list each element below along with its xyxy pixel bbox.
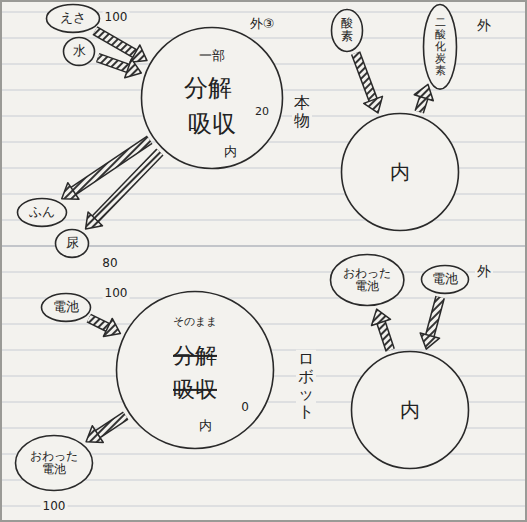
region-label: 外 [475, 264, 493, 279]
battery-oval: 電池 [40, 292, 92, 323]
node-text: そのまま [173, 316, 217, 328]
arrow-head [86, 426, 103, 443]
node-text: 内 [199, 419, 212, 433]
arrow-outline [95, 152, 160, 219]
outline-ellipse [330, 255, 403, 306]
outline-ellipse [342, 114, 459, 231]
outline-ellipse [18, 198, 67, 226]
output-oval: 尿 [54, 228, 90, 259]
outline [115, 290, 275, 450]
arrow-outline [89, 318, 108, 327]
body-circle: 一部分解吸収 20 内 [140, 26, 284, 170]
hatched-arrow [414, 84, 433, 112]
arrow-hatch [419, 98, 424, 112]
arrow-hatch [98, 416, 126, 434]
input-oval: 水 [62, 36, 96, 67]
arrow-head [372, 309, 391, 325]
outline-ellipse [332, 9, 363, 51]
arrow-outline [356, 53, 374, 100]
node-text: 分解 [173, 344, 217, 368]
outline-ellipse [422, 265, 469, 293]
node-text: 内 [400, 399, 420, 421]
hatched-arrow [372, 309, 391, 350]
output-oval: 二酸化炭素 [422, 3, 458, 91]
battery-oval: 電池 [420, 264, 470, 295]
node-text: 二酸化炭素 [435, 17, 446, 77]
amount-number: 80 [100, 257, 119, 270]
hatched-arrow [98, 58, 142, 78]
node-text: 吸収 [188, 111, 236, 137]
outline-ellipse [16, 436, 93, 491]
robot-circle: そのまま分解吸収内 0 [115, 290, 275, 450]
node-text: 水 [73, 44, 86, 58]
arrow-outline [98, 58, 128, 69]
node-text: 吸収 [173, 378, 217, 402]
region-label: 外③ [248, 17, 277, 31]
outline-ellipse [424, 5, 457, 90]
hatched-arrow [86, 416, 126, 443]
arrow-outline [430, 297, 440, 335]
arrow-hatch [95, 31, 135, 54]
node-text: 分解 [184, 75, 232, 101]
node-text: えさ [60, 11, 86, 25]
outline-ellipse [42, 293, 91, 321]
output-oval: ふん [16, 197, 68, 228]
arrow-head [86, 212, 103, 229]
node-text: 内 [224, 145, 237, 159]
outline-ellipse [142, 28, 283, 169]
node-text: 電池 [53, 300, 79, 314]
outline-ellipse [117, 292, 274, 449]
arrow-head [420, 333, 439, 349]
arrow-hatch [356, 53, 374, 100]
robot-circle: 内 [350, 350, 470, 470]
arrow-hatch [89, 318, 108, 327]
arrow-outline [73, 140, 149, 191]
region-label: 外 [475, 18, 493, 33]
arrow-head [364, 96, 383, 113]
outline-ellipse [352, 352, 469, 469]
arrow-head [414, 84, 433, 100]
arrow-outline [98, 416, 126, 434]
arrow-hatch [95, 152, 160, 219]
node-text: ふん [29, 205, 55, 219]
arrow-hatch [73, 140, 149, 191]
row-title: ロボット [296, 350, 316, 420]
node-text: 0 [241, 401, 249, 414]
battery-oval: おわった電池 [329, 253, 405, 307]
node-text: 一部 [199, 49, 225, 63]
hatched-arrow [420, 297, 440, 349]
node-text: 酸素 [341, 17, 353, 43]
node-text: おわった電池 [30, 450, 78, 476]
battery-oval: おわった電池 [14, 434, 94, 492]
arrow-hatch [381, 322, 390, 350]
arrow-hatch [98, 58, 128, 69]
arrow-hatch [430, 297, 440, 335]
arrow-outline [419, 98, 424, 112]
node-text: おわった電池 [343, 267, 391, 293]
arrow-outline [381, 322, 390, 350]
arrow-head [125, 59, 142, 78]
outline-ellipse [56, 229, 89, 257]
hatched-arrow [89, 318, 121, 336]
outline-ellipse [64, 37, 95, 65]
amount-number: 100 [103, 287, 130, 300]
input-oval: 酸素 [330, 8, 364, 53]
arrow-head [103, 318, 120, 336]
arrow-outline [95, 31, 135, 54]
node-text: 20 [255, 106, 269, 118]
body-circle: 内 [340, 112, 460, 232]
node-text: 電池 [432, 272, 458, 286]
row-title: 本物 [292, 94, 312, 129]
arrow-head [62, 183, 79, 200]
hatched-arrow [86, 152, 160, 229]
node-text: 尿 [66, 236, 79, 250]
outline-ellipse [47, 4, 100, 32]
hatched-arrow [356, 53, 383, 113]
input-oval: えさ [45, 3, 101, 34]
node-text: 内 [390, 161, 410, 183]
amount-number: 100 [41, 500, 68, 513]
amount-number: 100 [103, 11, 130, 24]
